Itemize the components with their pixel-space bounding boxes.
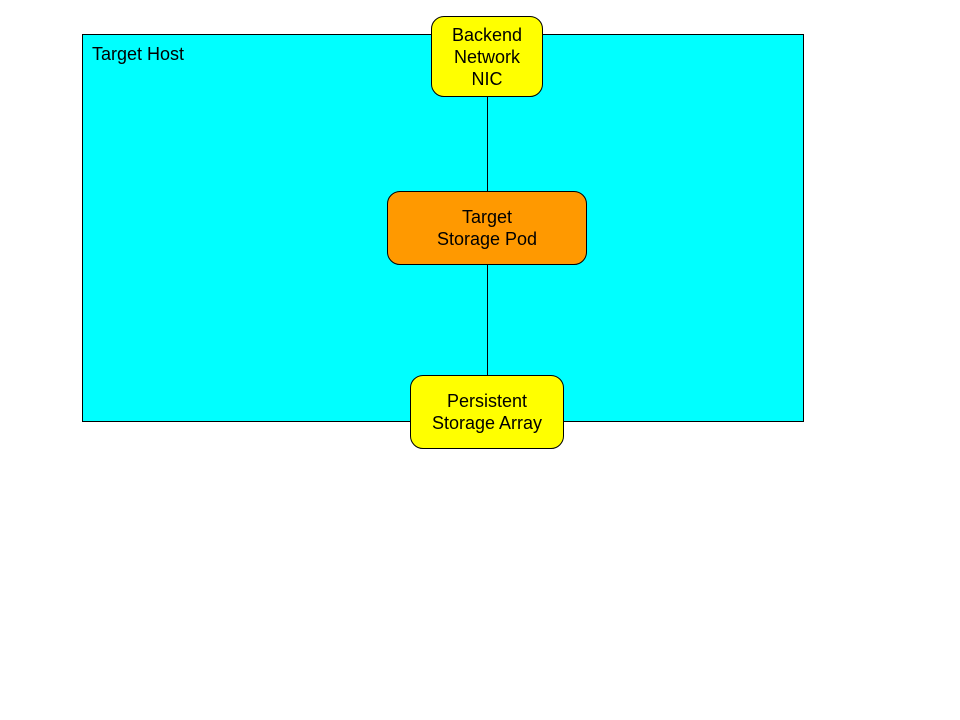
target-storage-pod-label-line-2: Storage Pod <box>436 229 538 249</box>
target-storage-pod-node: Target Storage Pod <box>387 191 587 265</box>
target-host-label: Target Host <box>92 44 185 64</box>
persistent-storage-array-node: Persistent Storage Array <box>410 375 564 449</box>
connector-pod-to-array <box>487 264 488 376</box>
backend-network-nic-label-line-3: NIC <box>471 68 503 89</box>
backend-network-nic-label-line-1: Backend <box>451 24 523 45</box>
target-storage-pod-label-line-1: Target <box>461 207 513 227</box>
backend-network-nic-label-line-2: Network <box>453 46 520 67</box>
backend-network-nic-node: Backend Network NIC <box>431 16 543 97</box>
connector-nic-to-pod <box>487 96 488 192</box>
persistent-storage-array-label-line-1: Persistent <box>446 391 528 411</box>
persistent-storage-array-label-line-2: Storage Array <box>431 413 543 433</box>
